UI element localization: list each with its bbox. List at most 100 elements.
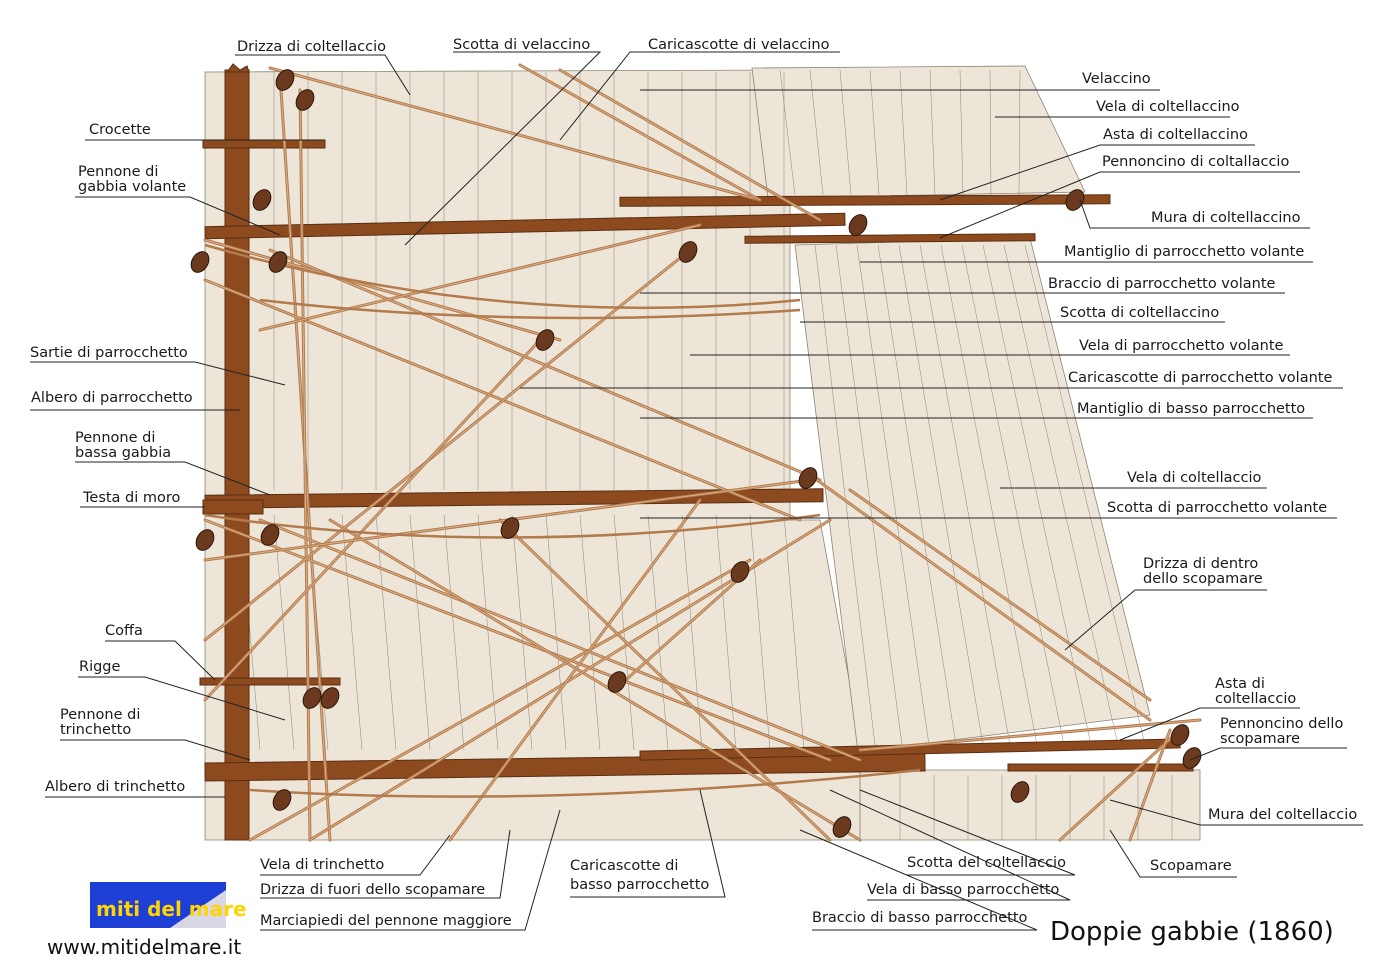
label-scotta-velaccino: Scotta di velaccino xyxy=(453,37,590,53)
label-albero-trinchetto: Albero di trinchetto xyxy=(45,779,185,795)
seam-line xyxy=(511,514,533,751)
rope-curve xyxy=(204,243,801,310)
label-pennone-trinchetto-2: trinchetto xyxy=(60,722,131,738)
label-pennone-bassa-gabbia-1: Pennone di xyxy=(75,430,155,446)
seam-line xyxy=(749,514,771,751)
label-caricascotte-velaccino: Caricascotte di velaccino xyxy=(648,37,830,53)
rope-highlight xyxy=(329,519,861,841)
seam-line xyxy=(929,69,936,196)
rope-highlight xyxy=(809,474,1151,721)
rope-highlight xyxy=(1129,729,1171,841)
rope-highlight xyxy=(204,249,691,641)
seam-line xyxy=(273,514,295,751)
leader-lines xyxy=(30,51,1363,931)
rope-curve xyxy=(249,768,921,798)
pennoncino-coltallaccio-spar xyxy=(744,233,1036,244)
label-scotta-coltellaccino: Scotta di coltellaccino xyxy=(1060,305,1219,321)
pennoncino-scopamare-spar xyxy=(1007,763,1194,772)
spars xyxy=(199,63,1194,841)
mast-top xyxy=(226,63,250,73)
block-pulley xyxy=(607,671,627,693)
rope-highlight xyxy=(269,67,761,201)
seam-line xyxy=(647,514,669,751)
label-vela-basso-parrocchetto: Vela di basso parrocchetto xyxy=(867,882,1059,898)
website-url: www.mitidelmare.it xyxy=(47,935,241,959)
block-pulley xyxy=(320,687,340,709)
label-caricascotte-basso-1: Caricascotte di xyxy=(570,858,678,874)
block-pulley xyxy=(190,251,210,273)
label-sartie-parrocchetto: Sartie di parrocchetto xyxy=(30,345,188,361)
seam-line xyxy=(835,244,903,746)
label-scopamare: Scopamare xyxy=(1150,858,1232,874)
rope-highlight xyxy=(519,64,761,201)
seam-line xyxy=(869,69,880,196)
crocette-spar xyxy=(202,139,326,149)
rope-highlight xyxy=(204,339,541,701)
label-mura-coltellaccino: Mura di coltellaccino xyxy=(1151,210,1301,226)
label-pennoncino-scopamare-2: scopamare xyxy=(1220,731,1300,747)
label-albero-parrocchetto: Albero di parrocchetto xyxy=(31,390,193,406)
label-caricascotte-basso-2: basso parrocchetto xyxy=(570,877,709,893)
label-vela-coltellaccino: Vela di coltellaccino xyxy=(1096,99,1240,115)
rope-highlight xyxy=(849,489,1151,701)
label-crocette: Crocette xyxy=(89,122,151,138)
seam-line xyxy=(783,514,805,751)
block-pulley xyxy=(832,816,852,838)
logo: miti del mare xyxy=(90,882,247,928)
seam-line xyxy=(856,244,930,746)
block-pulley xyxy=(500,517,520,539)
rope-highlight xyxy=(559,69,821,221)
block-pulley xyxy=(272,789,292,811)
rope-highlight xyxy=(259,519,861,761)
logo-text: miti del mare xyxy=(96,897,247,921)
label-coffa: Coffa xyxy=(105,623,143,639)
label-pennone-gabbia-volante-1: Pennone di xyxy=(78,164,158,180)
block-pulley xyxy=(1010,781,1030,803)
label-testa-moro: Testa di moro xyxy=(82,490,181,506)
asta-coltellaccino-spar xyxy=(619,194,1111,207)
label-vela-coltellaccio: Vela di coltellaccio xyxy=(1127,470,1261,486)
seam-line xyxy=(1024,244,1146,746)
label-mantiglio-basso-parrocchetto: Mantiglio di basso parrocchetto xyxy=(1077,401,1305,417)
label-asta-coltellaccino: Asta di coltellaccino xyxy=(1103,127,1248,143)
testa-di-moro xyxy=(202,499,264,515)
label-braccio-parrocchetto-volante: Braccio di parrocchetto volante xyxy=(1048,276,1276,292)
rigging-blocks xyxy=(190,69,1202,838)
coffa-spar xyxy=(199,677,341,686)
seam-line xyxy=(940,244,1038,746)
label-mantiglio-parrocchetto-volante: Mantiglio di parrocchetto volante xyxy=(1064,244,1304,260)
sail-scopamare xyxy=(859,769,1201,841)
block-pulley xyxy=(848,214,868,236)
labels: Drizza di coltellaccio Scotta di velacci… xyxy=(30,37,1357,929)
seam-line xyxy=(898,244,984,746)
label-pennone-trinchetto-1: Pennone di xyxy=(60,707,140,723)
sails xyxy=(204,65,1201,841)
seam-line xyxy=(961,244,1065,746)
seam-line xyxy=(779,69,796,196)
block-pulley xyxy=(295,89,315,111)
seam-line xyxy=(919,244,1011,746)
block-pulley xyxy=(195,529,215,551)
block-pulley xyxy=(268,251,288,273)
seam-line xyxy=(899,69,908,196)
block-pulley xyxy=(275,69,295,91)
seam-line xyxy=(877,244,957,746)
block-pulley xyxy=(1182,747,1202,769)
label-drizza-coltellaccio: Drizza di coltellaccio xyxy=(237,39,386,55)
sail-velaccino xyxy=(751,65,1086,199)
label-scotta-coltellaccio: Scotta del coltellaccio xyxy=(907,855,1066,871)
label-pennone-gabbia-volante-2: gabbia volante xyxy=(78,179,186,195)
seam-line xyxy=(1018,69,1021,196)
block-pulley xyxy=(730,561,750,583)
seam-line xyxy=(809,69,824,196)
rope-highlight xyxy=(204,239,561,341)
seam-line xyxy=(1003,244,1119,746)
seam-line xyxy=(613,514,635,751)
label-asta-coltellaccio-1: Asta di xyxy=(1215,676,1265,692)
rope-highlight xyxy=(859,719,1201,751)
label-caricascotte-parrocchetto-volante: Caricascotte di parrocchetto volante xyxy=(1068,370,1332,386)
seam-line xyxy=(715,514,737,751)
seam-line xyxy=(959,69,964,196)
